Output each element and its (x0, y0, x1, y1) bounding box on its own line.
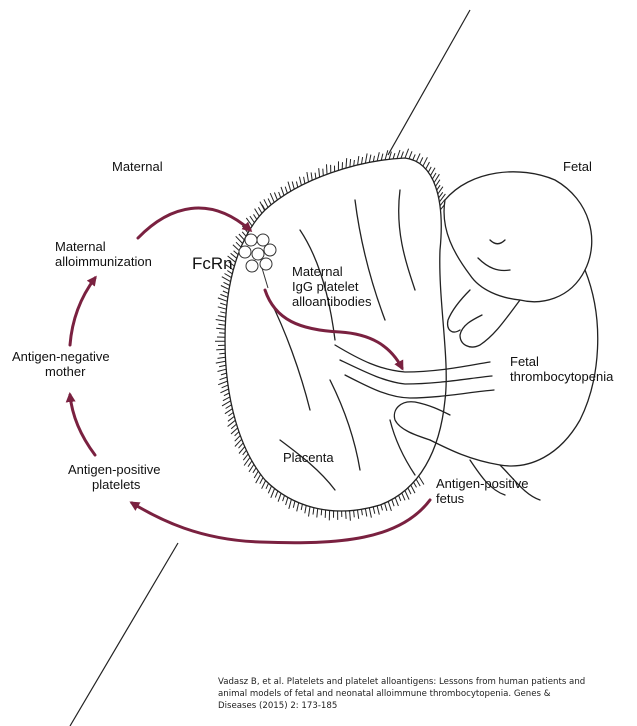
divider-line-bottom (70, 543, 178, 726)
label-antigen-positive-fetus: Antigen-positive fetus (436, 476, 532, 506)
citation: Vadasz B, et al. Platelets and platelet … (218, 677, 588, 711)
label-fetal-thrombocytopenia: Fetal thrombocytopenia (510, 354, 614, 384)
umbilical-cord (335, 345, 494, 398)
arrow-mother-to-alloimmunization (70, 278, 95, 345)
placenta-outline (225, 158, 446, 511)
label-placenta: Placenta (283, 450, 334, 465)
label-antigen-positive-platelets: Antigen-positive platelets (68, 462, 164, 492)
label-fetal: Fetal (563, 159, 592, 174)
fetus-outline (394, 172, 597, 500)
label-maternal-igg: Maternal IgG platelet alloantibodies (292, 264, 372, 309)
divider-line-top (388, 10, 470, 155)
placenta-vessels (270, 190, 415, 490)
label-fcrn: FcRn (192, 254, 233, 273)
arrow-platelets-to-mother (70, 395, 95, 455)
fcrn-receptor-icon (239, 234, 276, 288)
label-antigen-negative-mother: Antigen-negative mother (12, 349, 113, 379)
arrow-to-fcrn (138, 208, 250, 238)
label-maternal: Maternal (112, 159, 163, 174)
label-maternal-alloimmunization: Maternal alloimmunization (55, 239, 152, 269)
